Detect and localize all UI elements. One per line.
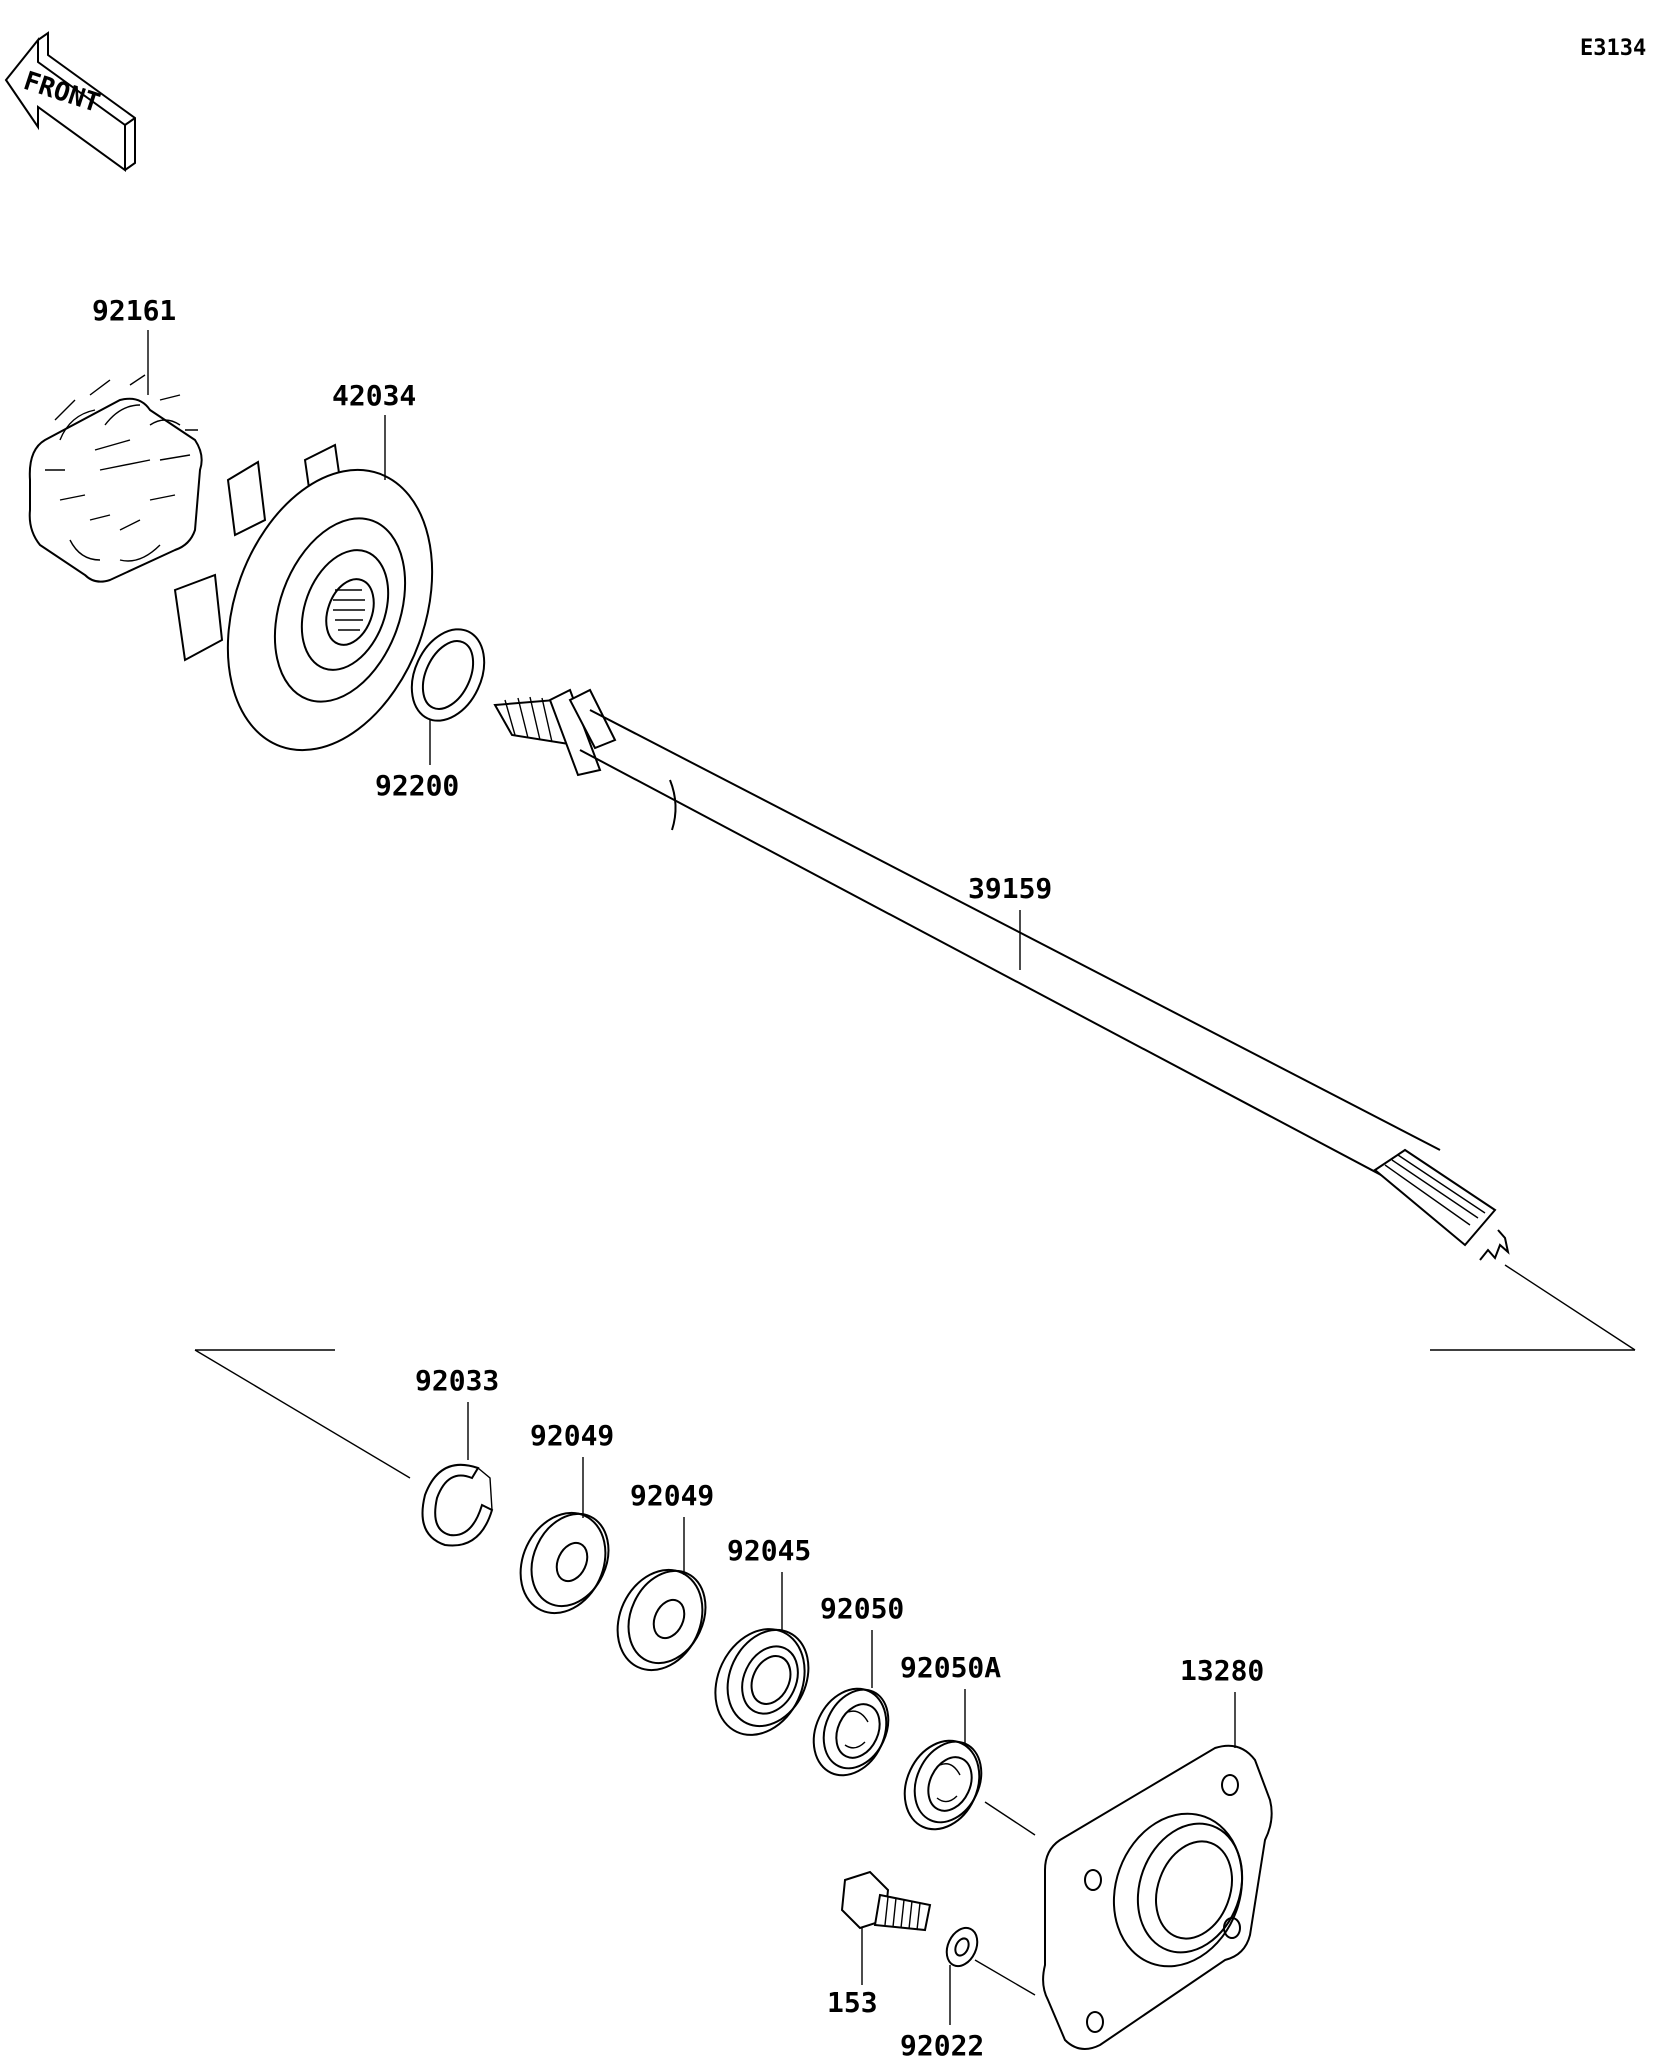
washer-92200	[410, 628, 486, 722]
label-39159: 39159	[968, 872, 1052, 905]
label-92200: 92200	[375, 769, 459, 802]
coupling-42034	[173, 443, 434, 752]
front-arrow-icon: FRONT	[4, 31, 136, 172]
oil-seal-92050A	[903, 1739, 983, 1831]
label-92050A: 92050A	[900, 1651, 1001, 1684]
label-42034: 42034	[332, 379, 416, 412]
damper-92161	[28, 374, 203, 583]
bolt-153	[840, 1870, 932, 1932]
label-13280: 13280	[1180, 1654, 1264, 1687]
oil-seal-92049-a	[519, 1511, 610, 1615]
housing-13280	[1042, 1744, 1273, 2050]
diagram-code: E3134	[1580, 36, 1646, 61]
label-92033: 92033	[415, 1364, 499, 1397]
washer-92022	[945, 1926, 979, 1968]
drive-shaft-39159	[493, 688, 1510, 1261]
label-153: 153	[827, 1986, 878, 2019]
continuation-line-right	[1504, 1264, 1636, 1351]
label-92161: 92161	[92, 294, 176, 327]
circlip-92033	[421, 1463, 494, 1547]
label-92022: 92022	[900, 2029, 984, 2062]
label-92050: 92050	[820, 1592, 904, 1625]
label-92049-a: 92049	[530, 1419, 614, 1452]
label-92049-b: 92049	[630, 1479, 714, 1512]
label-92045: 92045	[727, 1534, 811, 1567]
bearing-92045	[714, 1628, 810, 1736]
oil-seal-92050	[812, 1687, 890, 1777]
oil-seal-92049-b	[616, 1568, 707, 1672]
